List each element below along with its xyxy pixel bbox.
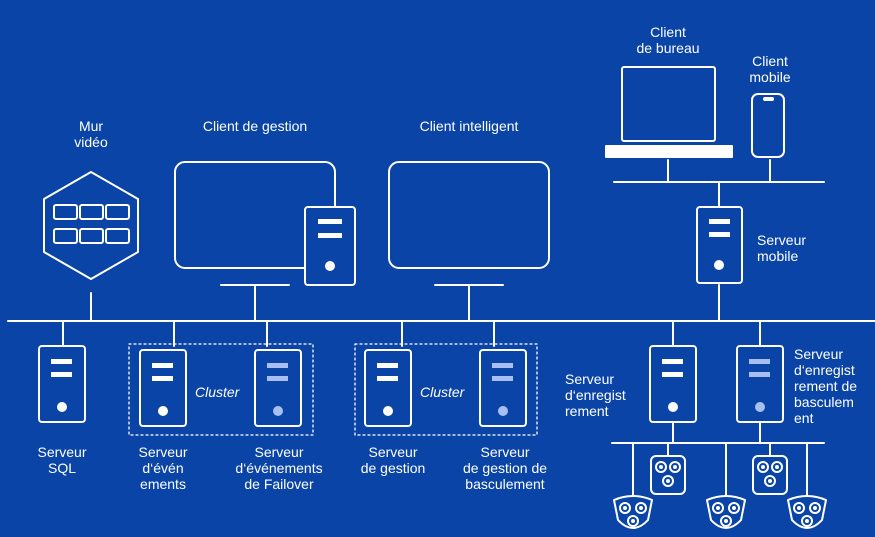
management-server-label: Serveur de gestion <box>360 444 426 476</box>
smartphone-icon <box>751 93 785 158</box>
laptop-icon <box>605 66 733 158</box>
mobile-server-label: Serveur mobile <box>757 232 807 264</box>
mobile-client-label: Client mobile <box>749 53 791 85</box>
desktop-client-label: Client de bureau <box>636 24 700 56</box>
server-tower-icon <box>649 345 697 423</box>
video-wall-label: Mur vidéo <box>74 118 108 150</box>
cluster-boundary <box>128 343 314 436</box>
camera-icon <box>613 495 653 529</box>
failover-recording-server-label: Serveur d‘enregist rement de basculem en… <box>794 346 858 426</box>
event-server-label: Serveur d‘évén ements <box>138 444 188 492</box>
server-tower-icon <box>304 206 356 286</box>
management-failover-server-label: Serveur de gestion de basculement <box>462 444 548 492</box>
smart-client-label: Client intelligent <box>419 118 519 134</box>
failover-server-tower-icon <box>736 345 784 423</box>
cluster-label: Cluster <box>195 384 240 400</box>
camera-icon <box>787 495 827 529</box>
event-failover-server-label: Serveur d‘événements de Failover <box>235 444 323 492</box>
sql-server-label: Serveur SQL <box>37 444 87 476</box>
cluster-label: Cluster <box>420 384 465 400</box>
management-client-label: Client de gestion <box>202 118 308 134</box>
server-tower-icon <box>364 349 412 427</box>
camera-icon <box>706 495 746 529</box>
server-tower-icon <box>696 206 743 284</box>
recording-server-label: Serveur d‘enregist rement <box>565 371 626 419</box>
server-tower-icon <box>139 349 187 427</box>
failover-server-tower-icon <box>479 349 527 427</box>
camera-icon <box>752 455 788 495</box>
server-tower-icon <box>38 345 86 423</box>
failover-server-tower-icon <box>254 349 302 427</box>
monitor-icon <box>388 161 550 286</box>
camera-icon <box>650 455 686 495</box>
video-wall-hexagon-icon <box>43 171 139 280</box>
cluster-boundary <box>354 343 538 436</box>
